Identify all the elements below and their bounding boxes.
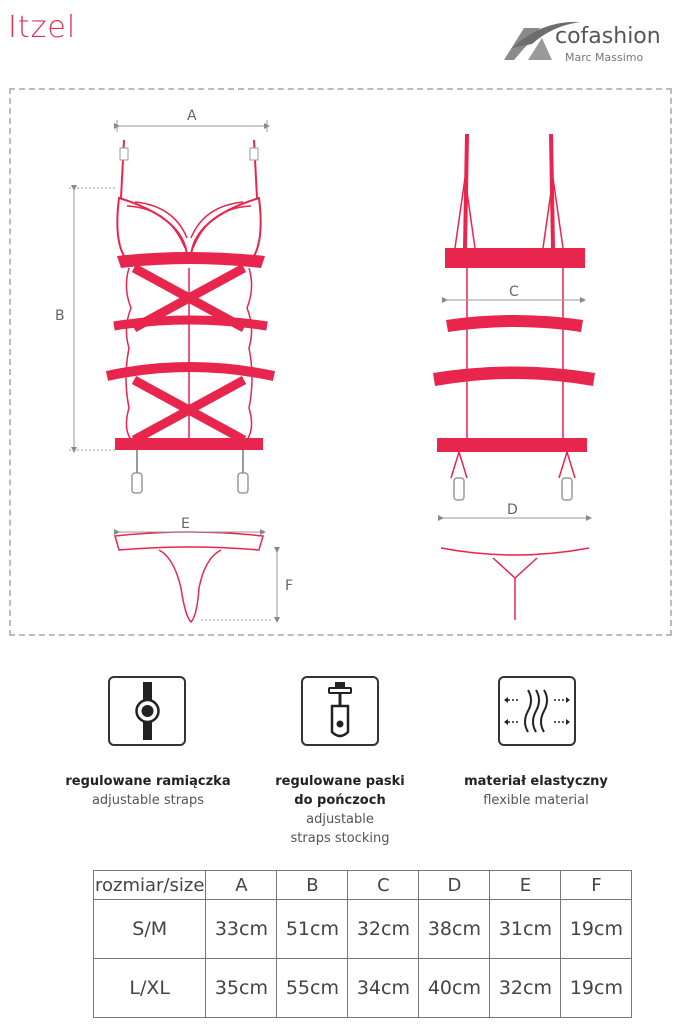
front-view [105, 139, 276, 624]
stocking-strap-icon [301, 676, 379, 746]
dim-label-c: C [509, 284, 519, 300]
size-name: L/XL [92, 958, 207, 1018]
size-table-header: rozmiar/size A B C D E F [92, 870, 633, 900]
size-col-a: A [205, 870, 278, 900]
size-value: 40cm [418, 958, 491, 1018]
dim-label-a: A [187, 108, 197, 124]
size-name: S/M [92, 899, 207, 959]
table-row: L/XL 35cm 55cm 34cm 40cm 32cm 19cm [92, 958, 633, 1018]
size-value: 31cm [489, 899, 562, 959]
feature-label-en-1: adjustable [306, 812, 374, 827]
product-title: Itzel [8, 10, 77, 45]
brand-subtitle: Marc Massimo [565, 51, 644, 64]
feature-label-pl: materiał elastyczny [464, 774, 608, 789]
size-value: 33cm [205, 899, 278, 959]
drawing-frame [9, 88, 672, 636]
size-value: 55cm [276, 958, 349, 1018]
brand-logo-icon [504, 21, 580, 60]
table-row: S/M 33cm 51cm 32cm 38cm 31cm 19cm [92, 899, 633, 959]
dim-label-b: B [55, 308, 65, 324]
size-value: 51cm [276, 899, 349, 959]
size-col-f: F [560, 870, 633, 900]
size-col-d: D [418, 870, 491, 900]
size-value: 32cm [347, 899, 420, 959]
feature-label-en: adjustable straps [91, 793, 205, 808]
brand-name: cofashion [555, 24, 661, 49]
size-header-label: rozmiar/size [92, 870, 207, 900]
adjustable-strap-icon [108, 676, 186, 746]
size-value: 35cm [205, 958, 278, 1018]
flexible-material-icon [498, 676, 576, 746]
size-value: 32cm [489, 958, 562, 1018]
dim-label-d: D [507, 502, 518, 518]
feature-label-pl: regulowane ramiączka [65, 774, 231, 789]
dim-label-f: F [285, 578, 293, 594]
feature-label-pl-1: regulowane paski [275, 774, 405, 789]
back-view [433, 133, 595, 620]
feature-label-en-2: straps stocking [290, 831, 390, 846]
size-col-c: C [347, 870, 420, 900]
size-value: 34cm [347, 958, 420, 1018]
dim-label-e: E [181, 516, 190, 532]
size-col-b: B [276, 870, 349, 900]
size-col-e: E [489, 870, 562, 900]
feature-label-pl-2: do pończoch [294, 793, 386, 808]
size-value: 19cm [560, 899, 633, 959]
size-table: rozmiar/size A B C D E F S/M 33cm 51cm 3… [92, 870, 633, 1018]
feature-label-en: flexible material [483, 793, 589, 808]
feature-flexible-material: materiał elastyczny flexible material [436, 772, 636, 810]
feature-adjustable-straps: regulowane ramiączka adjustable straps [48, 772, 248, 810]
size-value: 19cm [560, 958, 633, 1018]
feature-stocking-straps: regulowane paski do pończoch adjustable … [240, 772, 440, 848]
garment-diagram: A B E F C D [55, 108, 595, 624]
size-value: 38cm [418, 899, 491, 959]
